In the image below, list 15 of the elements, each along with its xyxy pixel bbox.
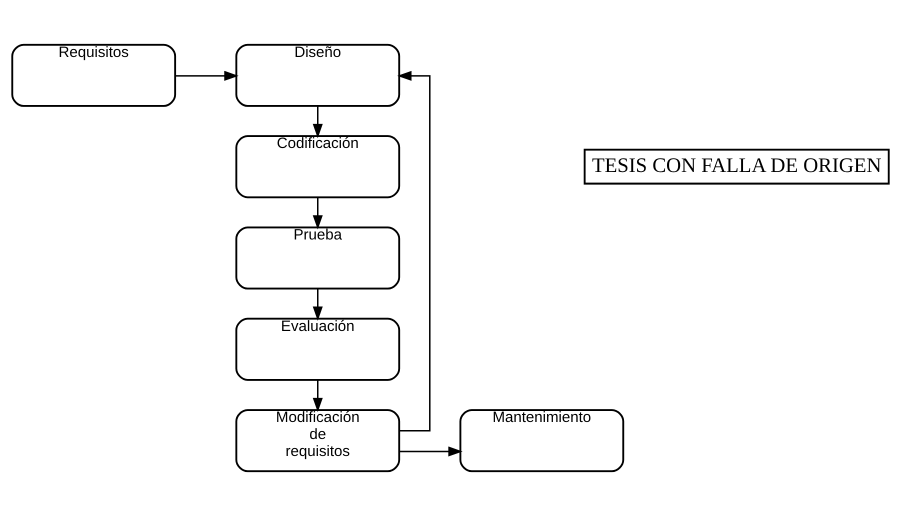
arrow — [175, 70, 239, 81]
node-box: Mantenimiento — [459, 409, 624, 472]
node-box: Diseño — [235, 44, 400, 107]
node-box: Modificación de requisitos — [235, 409, 400, 472]
arrow — [399, 446, 463, 456]
node-box: Evaluación — [235, 318, 400, 381]
arrow — [312, 106, 323, 138]
node-box: Codificación — [235, 135, 400, 198]
node-box: Requisitos — [11, 44, 176, 107]
arrow — [312, 197, 323, 230]
node-box: TESIS CON FALLA DE ORIGEN — [584, 148, 890, 185]
arrow — [312, 380, 323, 412]
node-box: Prueba — [235, 226, 400, 290]
arrow — [397, 70, 431, 432]
arrow — [312, 288, 323, 321]
